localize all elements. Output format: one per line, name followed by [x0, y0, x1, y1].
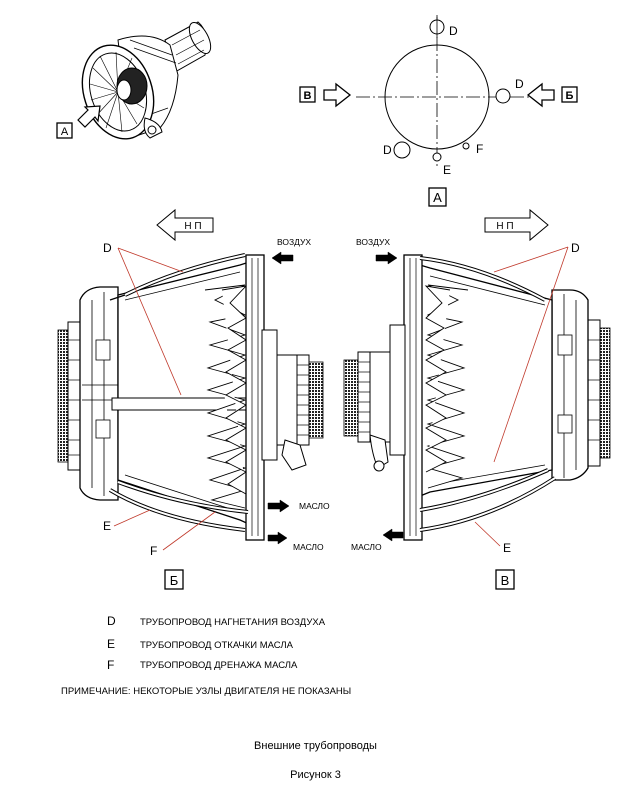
- right-engine-view: [343, 208, 611, 590]
- view-a-arrow-right: [526, 82, 555, 108]
- view-a-label-d-top: D: [449, 24, 458, 38]
- left-oil-label-2: МАСЛО: [293, 542, 324, 552]
- view-a-diagram: [299, 15, 578, 207]
- left-np-label: Н П: [184, 221, 201, 232]
- left-oil-label-1: МАСЛО: [299, 501, 330, 511]
- left-view-box: [164, 569, 184, 590]
- view-a-box-left: [299, 86, 316, 103]
- engine-inset-illustration: [81, 21, 212, 140]
- legend-letter-d: D: [107, 614, 116, 628]
- left-np-arrow: [156, 208, 214, 242]
- legend-text-e: ТРУБОПРОВОД ОТКАЧКИ МАСЛА: [140, 640, 293, 651]
- port-d-right: [495, 88, 511, 104]
- right-box-label: В: [501, 573, 510, 588]
- right-e-label: E: [503, 541, 511, 555]
- right-np-arrow: [484, 208, 549, 242]
- view-a-box-right: [561, 86, 578, 103]
- left-d-label: D: [103, 241, 112, 255]
- figure-number: Рисунок 3: [290, 769, 341, 781]
- view-a-arrow-right-label: Б: [566, 90, 574, 102]
- view-a-label-d-right: D: [515, 77, 524, 91]
- right-view-box: [495, 569, 515, 590]
- legend-text-f: ТРУБОПРОВОД ДРЕНАЖА МАСЛА: [140, 660, 298, 671]
- left-box-label: Б: [170, 573, 179, 588]
- inset-box-a: [56, 122, 73, 139]
- left-air-label: ВОЗДУХ: [277, 237, 311, 247]
- view-a-box-bottom: [428, 187, 447, 207]
- left-engine-view: [57, 208, 324, 590]
- view-a-arrow-left-label: B: [304, 90, 312, 102]
- note: ПРИМЕЧАНИЕ: НЕКОТОРЫЕ УЗЛЫ ДВИГАТЕЛЯ НЕ …: [61, 686, 352, 697]
- legend-letter-e: E: [107, 637, 116, 651]
- inset-box-label: A: [61, 126, 69, 138]
- right-oil-label: МАСЛО: [351, 542, 382, 552]
- view-a-arrow-left: [323, 82, 352, 108]
- view-a-label-f: F: [476, 142, 483, 156]
- legend-text-d: ТРУБОПРОВОД НАГНЕТАНИЯ ВОЗДУХА: [140, 617, 326, 628]
- view-a-box-label: A: [433, 190, 442, 205]
- view-a-label-e: E: [443, 163, 451, 177]
- left-e-label: E: [103, 519, 111, 533]
- left-f-label: F: [150, 544, 157, 558]
- view-a-label-d-left: D: [383, 143, 392, 157]
- right-air-label: ВОЗДУХ: [356, 237, 390, 247]
- legend-letter-f: F: [107, 658, 115, 672]
- right-np-label: Н П: [496, 221, 513, 232]
- right-d-label: D: [571, 241, 580, 255]
- inset-arrow: [77, 105, 101, 128]
- caption: Внешние трубопроводы: [254, 740, 377, 752]
- port-e: [432, 152, 442, 162]
- port-f: [462, 142, 470, 150]
- port-d-left: [393, 141, 411, 159]
